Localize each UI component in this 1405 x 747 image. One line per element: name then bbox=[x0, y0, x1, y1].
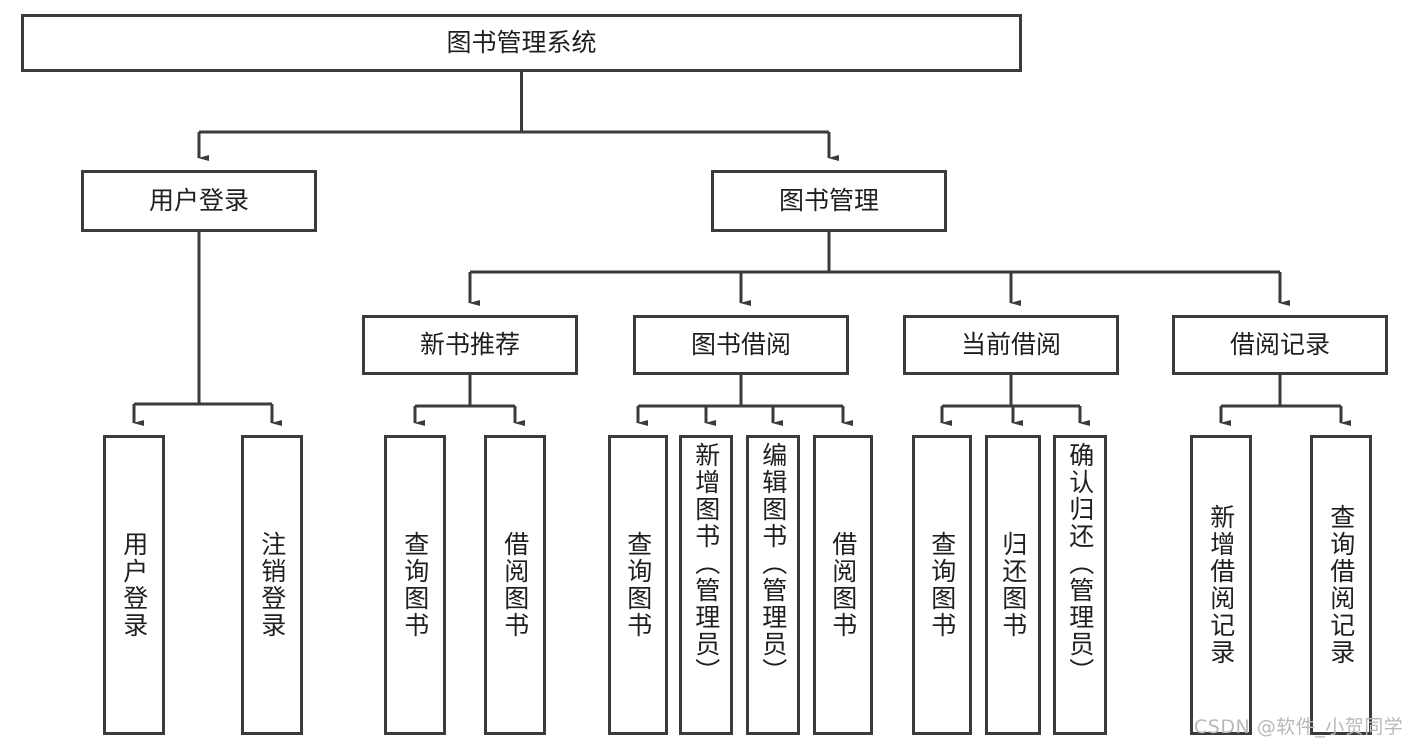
node-leaf-edit-book[interactable]: 编辑图书（管理员） bbox=[746, 435, 800, 735]
node-leaf-q-book-3[interactable]: 查询图书 bbox=[912, 435, 972, 735]
node-borrow-record[interactable]: 借阅记录 bbox=[1172, 315, 1388, 375]
node-label: 借阅记录 bbox=[1229, 330, 1330, 360]
node-leaf-query-rec[interactable]: 查询借阅记录 bbox=[1310, 435, 1372, 735]
node-label: 查询借阅记录 bbox=[1326, 504, 1356, 666]
node-leaf-return[interactable]: 归还图书 bbox=[985, 435, 1041, 735]
node-label: 查询图书 bbox=[400, 531, 430, 639]
node-leaf-q-book-2[interactable]: 查询图书 bbox=[608, 435, 668, 735]
node-label: 确认归还（管理员） bbox=[1065, 442, 1095, 685]
node-label: 图书借阅 bbox=[690, 330, 791, 360]
node-label: 查询图书 bbox=[927, 531, 957, 639]
node-label: 当前借阅 bbox=[960, 330, 1061, 360]
node-leaf-conf-ret[interactable]: 确认归还（管理员） bbox=[1053, 435, 1107, 735]
node-label: 新增图书（管理员） bbox=[691, 442, 721, 685]
node-book-manage[interactable]: 图书管理 bbox=[711, 170, 947, 232]
node-label: 查询图书 bbox=[623, 531, 653, 639]
node-label: 用户登录 bbox=[148, 186, 249, 216]
node-current-borrow[interactable]: 当前借阅 bbox=[903, 315, 1119, 375]
node-leaf-b-book-2[interactable]: 借阅图书 bbox=[813, 435, 873, 735]
node-leaf-add-rec[interactable]: 新增借阅记录 bbox=[1190, 435, 1252, 735]
node-label: 图书管理系统 bbox=[446, 28, 597, 58]
node-root[interactable]: 图书管理系统 bbox=[21, 14, 1022, 72]
node-label: 新增借阅记录 bbox=[1206, 504, 1236, 666]
node-user-login[interactable]: 用户登录 bbox=[81, 170, 317, 232]
node-label: 新书推荐 bbox=[419, 330, 520, 360]
node-label: 用户登录 bbox=[119, 531, 149, 639]
node-label: 编辑图书（管理员） bbox=[758, 442, 788, 685]
node-leaf-q-book-1[interactable]: 查询图书 bbox=[384, 435, 446, 735]
node-leaf-logout[interactable]: 注销登录 bbox=[241, 435, 303, 735]
node-label: 借阅图书 bbox=[500, 531, 530, 639]
node-leaf-user-login[interactable]: 用户登录 bbox=[103, 435, 165, 735]
node-label: 图书管理 bbox=[778, 186, 879, 216]
node-label: 借阅图书 bbox=[828, 531, 858, 639]
node-leaf-add-book[interactable]: 新增图书（管理员） bbox=[679, 435, 733, 735]
node-label: 注销登录 bbox=[257, 531, 287, 639]
node-label: 归还图书 bbox=[998, 531, 1028, 639]
node-book-borrow[interactable]: 图书借阅 bbox=[633, 315, 849, 375]
csdn-watermark: CSDN @软件_小贺同学 bbox=[1194, 716, 1404, 738]
node-new-book-rec[interactable]: 新书推荐 bbox=[362, 315, 578, 375]
node-leaf-b-book-1[interactable]: 借阅图书 bbox=[484, 435, 546, 735]
